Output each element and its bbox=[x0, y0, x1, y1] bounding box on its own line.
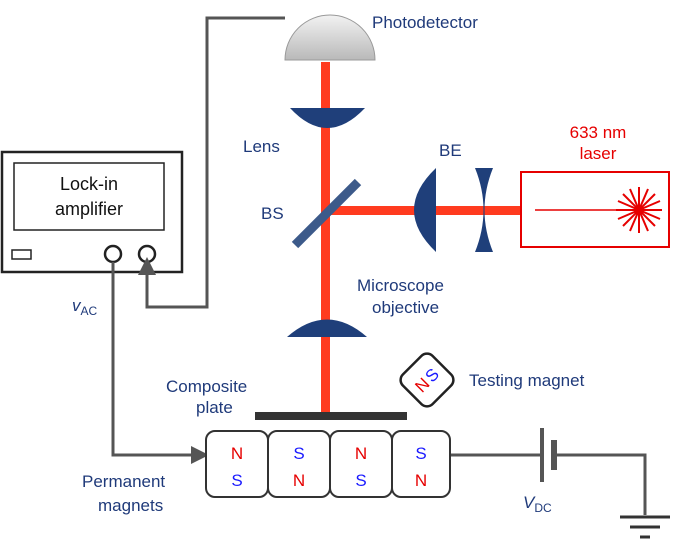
magnet-4-bottom-pole: N bbox=[415, 471, 427, 490]
photodetector-wire bbox=[138, 16, 285, 309]
lock-in-label-line2: amplifier bbox=[55, 199, 123, 219]
photodetector bbox=[284, 14, 376, 61]
permanent-magnet bbox=[391, 430, 451, 498]
reference-connector-icon bbox=[137, 244, 157, 264]
magnet-2-bottom-pole: N bbox=[293, 471, 305, 490]
lens-label: Lens bbox=[243, 137, 280, 156]
v-ac-label: vAC bbox=[72, 296, 98, 318]
lens bbox=[290, 108, 365, 128]
testing-magnet: N S bbox=[399, 352, 455, 408]
be-label: BE bbox=[439, 141, 462, 160]
laser-label: laser bbox=[580, 144, 617, 163]
magnet-1-top-pole: N bbox=[231, 444, 243, 463]
magnet-3-bottom-pole: S bbox=[355, 471, 366, 490]
composite-label-line1: Composite bbox=[166, 377, 247, 396]
dc-wire bbox=[450, 453, 647, 515]
beam-splitter bbox=[291, 178, 362, 249]
ground-icon bbox=[620, 515, 670, 539]
power-switch-icon bbox=[11, 249, 32, 260]
composite-label-line2: plate bbox=[196, 398, 233, 417]
lock-in-label-line1: Lock-in bbox=[60, 174, 118, 194]
photodetector-label: Photodetector bbox=[372, 13, 478, 32]
magnet-1-bottom-pole: S bbox=[231, 471, 242, 490]
beam-expander-lens-2 bbox=[475, 168, 493, 252]
laser-starburst-icon bbox=[616, 187, 662, 233]
microscope-label-line1: Microscope bbox=[357, 276, 444, 295]
magnet-4-top-pole: S bbox=[415, 444, 426, 463]
magnet-2-top-pole: S bbox=[293, 444, 304, 463]
laser-wavelength-label: 633 nm bbox=[570, 123, 627, 142]
input-connector-icon bbox=[103, 244, 123, 264]
permanent-magnets-label-line1: Permanent bbox=[82, 472, 165, 491]
magnet-signal-wire bbox=[111, 262, 209, 464]
microscope-label-line2: objective bbox=[372, 298, 439, 317]
composite-plate bbox=[255, 412, 407, 420]
v-dc-label: VDC bbox=[523, 493, 552, 515]
beam-expander-lens-1 bbox=[414, 168, 436, 252]
microscope-objective bbox=[287, 319, 367, 337]
testing-magnet-label: Testing magnet bbox=[469, 371, 585, 390]
vertical-laser-beam bbox=[321, 62, 330, 414]
magnet-3-top-pole: N bbox=[355, 444, 367, 463]
lock-in-display bbox=[13, 162, 165, 231]
bs-label: BS bbox=[261, 204, 284, 223]
permanent-magnets-label-line2: magnets bbox=[98, 496, 163, 515]
